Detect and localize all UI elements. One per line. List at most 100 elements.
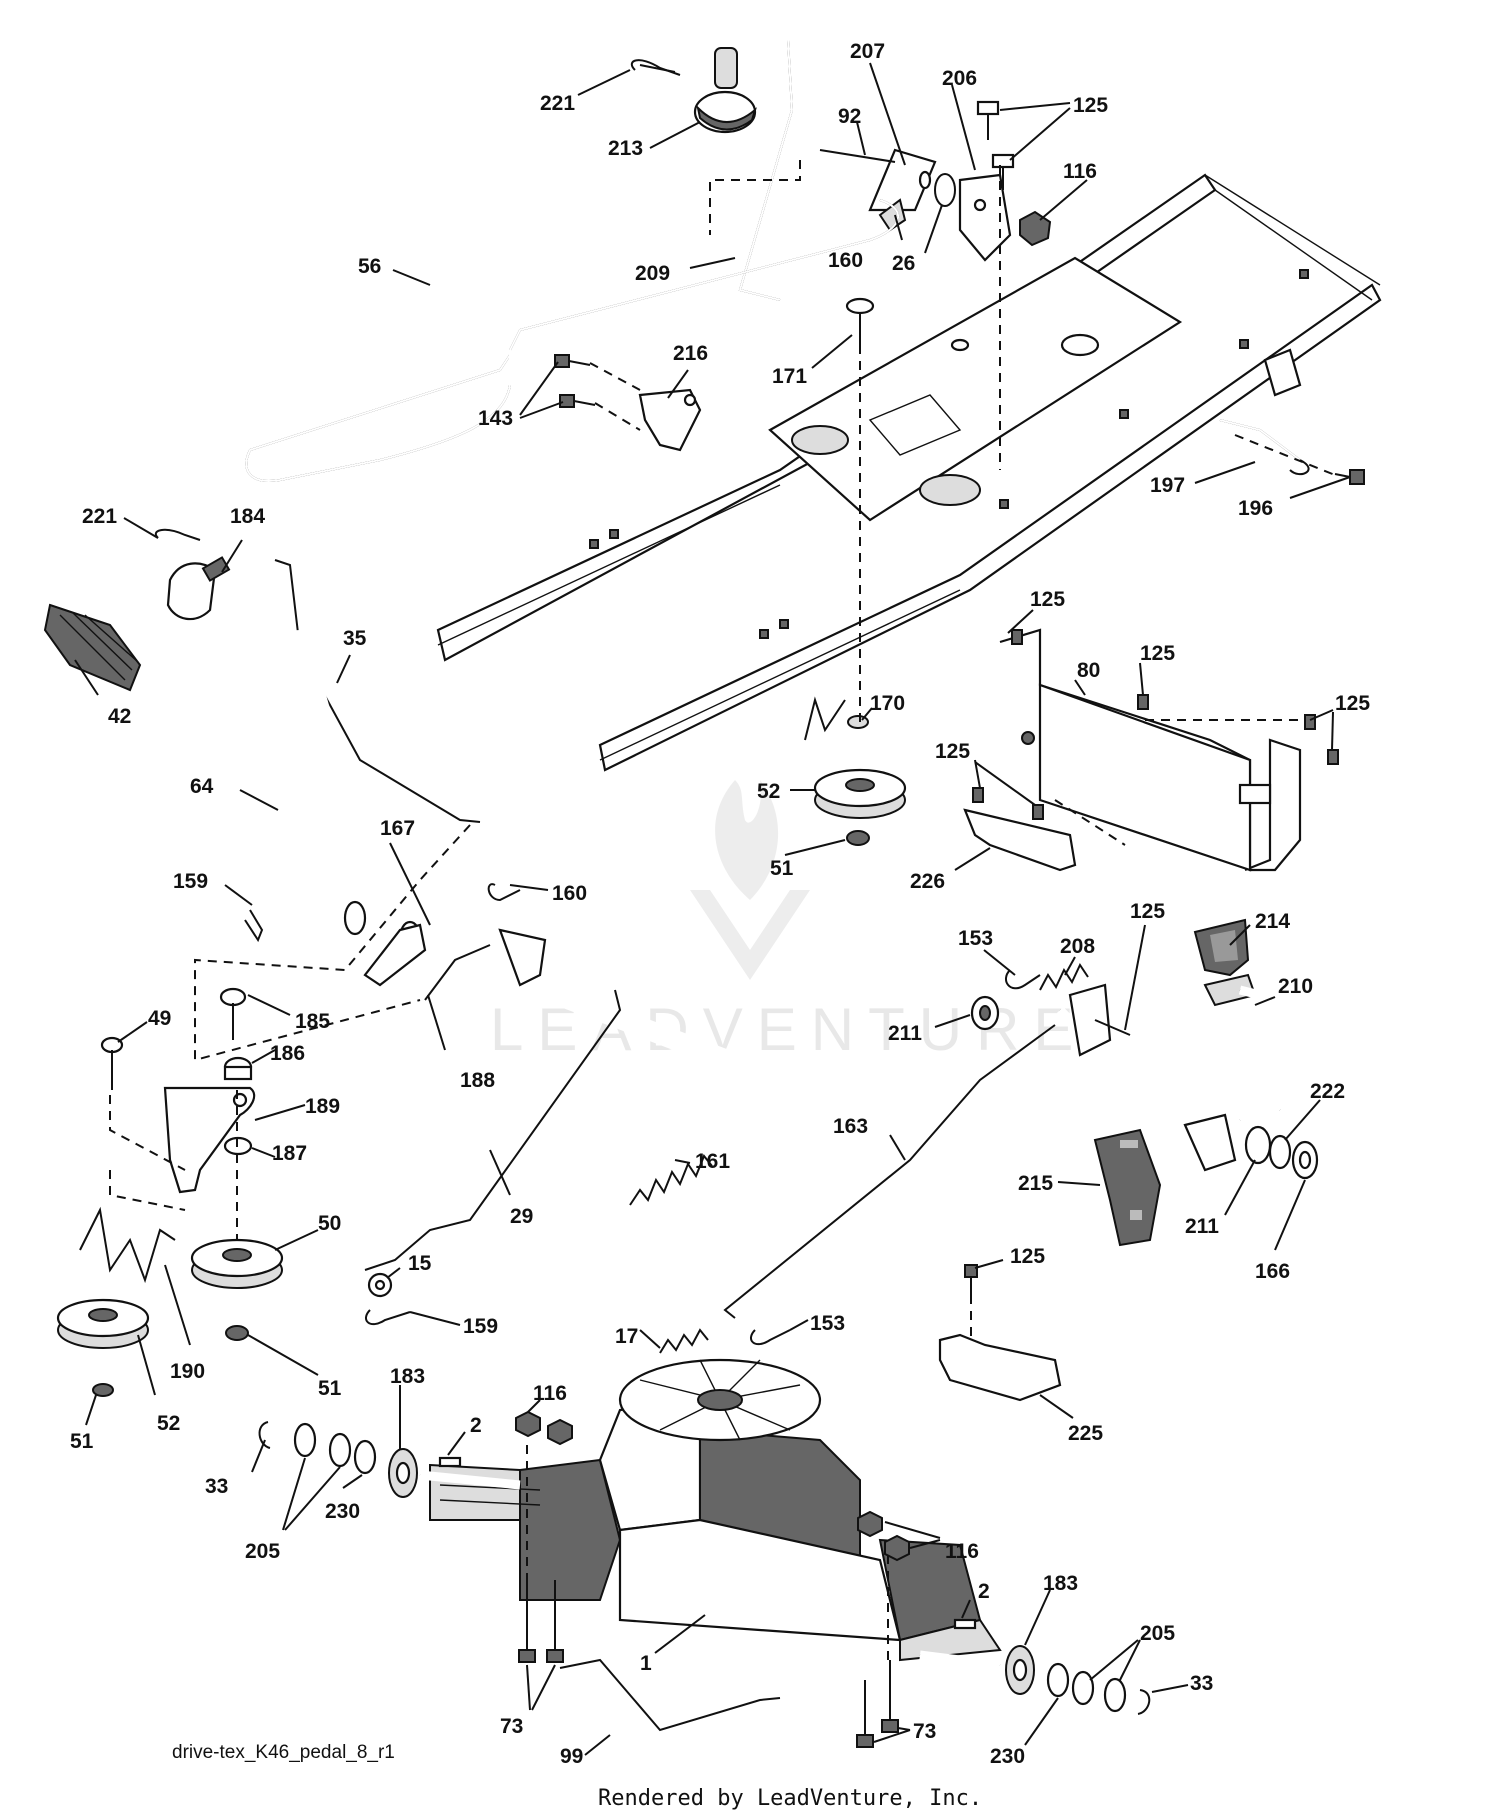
part-125-bolt-low <box>964 1264 978 1295</box>
label-125-d: 125 <box>1335 692 1370 715</box>
part-186-bushing <box>223 1056 253 1081</box>
label-190: 190 <box>170 1360 205 1383</box>
part-183-bearing-a <box>388 1448 418 1498</box>
label-221-mid: 221 <box>82 505 117 528</box>
part-153-clip <box>1005 969 1041 990</box>
part-166-washer <box>1291 1140 1319 1180</box>
label-49: 49 <box>148 1007 171 1030</box>
label-51-a: 51 <box>318 1377 342 1400</box>
part-50-pulley <box>190 1238 284 1289</box>
label-2-b: 2 <box>978 1580 990 1603</box>
label-166: 166 <box>1255 1260 1290 1283</box>
part-196-bolt <box>1334 469 1365 485</box>
label-209: 209 <box>635 262 670 285</box>
part-213-knob <box>693 47 757 134</box>
part-226-bracket <box>963 808 1077 872</box>
part-189-plate <box>163 1086 256 1194</box>
label-51-c: 51 <box>770 857 794 880</box>
part-210-pedal <box>1183 973 1290 1172</box>
part-161-spring <box>629 1154 713 1206</box>
label-125-e: 125 <box>935 740 970 763</box>
part-163-rod <box>723 1024 1056 1319</box>
part-1-transaxle <box>429 1358 1002 1662</box>
label-184: 184 <box>230 505 265 528</box>
label-210: 210 <box>1278 975 1313 998</box>
label-197: 197 <box>1150 474 1185 497</box>
part-2-key-b <box>953 1618 977 1630</box>
label-161: 161 <box>695 1150 730 1173</box>
part-51-nut-c <box>846 830 870 846</box>
label-230-a: 230 <box>325 1500 360 1523</box>
label-216: 216 <box>673 342 708 365</box>
label-125-c: 125 <box>1140 642 1175 665</box>
label-170: 170 <box>870 692 905 715</box>
label-42: 42 <box>108 705 131 728</box>
label-211-a: 211 <box>888 1022 922 1045</box>
leader-lines <box>74 62 1351 1756</box>
label-35: 35 <box>343 627 367 650</box>
part-labels: 221 213 209 92 207 160 26 206 125 116 56… <box>70 40 1370 1768</box>
part-159-pin <box>244 909 264 943</box>
part-207-lever <box>819 148 937 232</box>
label-99: 99 <box>560 1745 583 1768</box>
diagram-caption: drive-tex_K46_pedal_8_r1 <box>172 1742 395 1763</box>
part-159-pin-b <box>365 1309 411 1326</box>
label-2-a: 2 <box>470 1414 482 1437</box>
part-49-bolt <box>100 1036 124 1090</box>
label-214: 214 <box>1255 910 1290 933</box>
label-125-g: 125 <box>1010 1245 1045 1268</box>
label-153-a: 153 <box>958 927 993 950</box>
axle-right <box>919 1650 1001 1670</box>
part-left-washers <box>293 1422 377 1475</box>
part-33-clip-b <box>1137 1689 1151 1715</box>
part-215-pad <box>1093 1128 1162 1247</box>
part-26-spring-ring <box>918 170 956 207</box>
label-125-b: 125 <box>1030 588 1065 611</box>
label-189: 189 <box>305 1095 340 1118</box>
part-221-clip-b <box>155 528 201 541</box>
label-205-a: 205 <box>245 1540 280 1563</box>
part-167-arm <box>363 923 427 987</box>
part-143-bolts <box>554 354 596 408</box>
part-33-clip-a <box>258 1421 271 1449</box>
label-160-top: 160 <box>828 249 863 272</box>
part-right-washers <box>1046 1662 1127 1713</box>
label-196: 196 <box>1238 497 1273 520</box>
part-17-spring <box>659 1328 709 1354</box>
label-188: 188 <box>460 1069 495 1092</box>
label-221-top: 221 <box>540 92 575 115</box>
part-188-arm <box>424 928 547 1001</box>
part-73-bolts-b <box>856 1660 899 1748</box>
label-56: 56 <box>358 255 381 278</box>
frame-holes <box>589 269 1309 639</box>
label-225: 225 <box>1068 1422 1103 1445</box>
part-15-washer <box>367 1272 393 1298</box>
dashed-guides <box>109 160 1336 1660</box>
label-208: 208 <box>1060 935 1095 958</box>
label-215: 215 <box>1018 1172 1053 1195</box>
part-185-bolt <box>219 987 247 1040</box>
part-116-nuts-b <box>515 1410 910 1562</box>
label-51-b: 51 <box>70 1430 94 1453</box>
label-52-a: 52 <box>157 1412 180 1435</box>
label-167: 167 <box>380 817 415 840</box>
part-221-clip <box>630 59 681 76</box>
label-26: 26 <box>892 252 915 275</box>
part-29-rod <box>364 989 622 1271</box>
label-171: 171 <box>772 365 807 388</box>
label-153-b: 153 <box>810 1312 845 1335</box>
part-183-bearing-b <box>1005 1645 1035 1695</box>
label-80: 80 <box>1077 659 1100 682</box>
label-116-b: 116 <box>533 1382 567 1405</box>
label-160-mid: 160 <box>552 882 587 905</box>
label-213: 213 <box>608 137 643 160</box>
label-186: 186 <box>270 1042 305 1065</box>
axle-left <box>419 1470 521 1490</box>
part-pedal-shaft <box>1056 983 1282 1115</box>
label-116-top: 116 <box>1063 160 1097 183</box>
part-197-rod <box>1219 419 1310 476</box>
part-216-bracket <box>638 388 702 452</box>
part-208-spring <box>1039 962 1089 991</box>
label-159-mid: 159 <box>173 870 208 893</box>
part-2-key-a <box>438 1456 462 1468</box>
